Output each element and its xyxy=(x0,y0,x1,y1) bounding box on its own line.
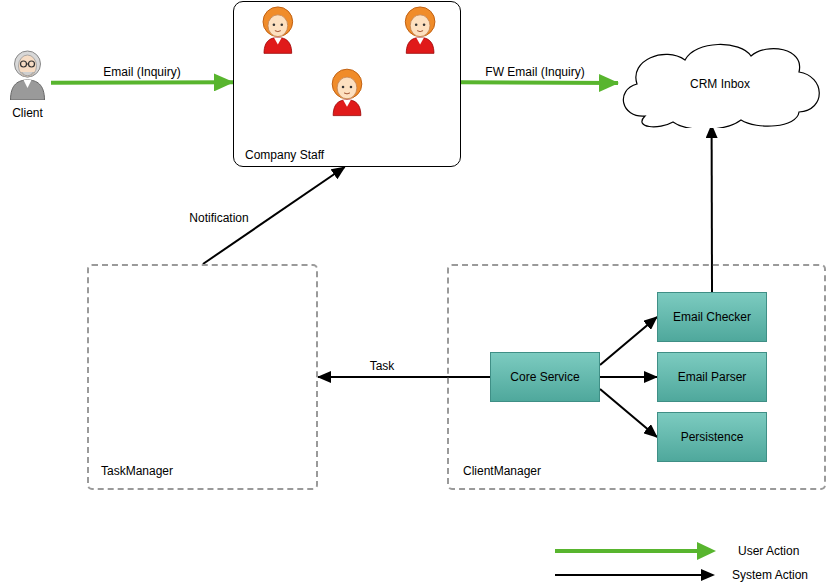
node-label: Email Checker xyxy=(673,310,751,324)
edge-label: FW Email (Inquiry) xyxy=(483,65,586,79)
service-box: Email Parser xyxy=(657,352,767,402)
service-box: Core Service xyxy=(490,352,600,402)
system-action-arrow xyxy=(600,389,657,437)
cloud-shape: CRM Inbox xyxy=(615,40,825,128)
edge-label: Email (Inquiry) xyxy=(101,65,182,79)
edge-label: Task xyxy=(368,359,397,373)
system-action-arrow xyxy=(711,125,713,292)
node-label: Client xyxy=(12,106,43,120)
component-boundary: TaskManager xyxy=(87,264,318,490)
legend-text: User Action xyxy=(738,544,799,558)
service-box: Email Checker xyxy=(657,292,767,342)
node-label: CRM Inbox xyxy=(690,77,750,91)
legend-green-line xyxy=(555,549,700,553)
node-label: ClientManager xyxy=(463,464,541,478)
legend-black-head xyxy=(701,569,715,581)
system-action-arrow xyxy=(318,376,490,378)
service-box: Persistence xyxy=(657,412,767,462)
node-label: Core Service xyxy=(510,370,579,384)
actor-figure: Client xyxy=(4,44,51,120)
staff-illustration xyxy=(234,2,460,166)
system-action-arrow xyxy=(600,317,657,365)
node-label: Email Parser xyxy=(678,370,747,384)
group-box: Company Staff xyxy=(233,1,461,167)
legend-black-line xyxy=(555,574,703,576)
node-label: Company Staff xyxy=(245,148,324,162)
user-action-arrow xyxy=(461,80,618,85)
legend-green-head xyxy=(697,542,716,560)
system-action-arrow xyxy=(600,376,657,378)
client-icon xyxy=(4,44,51,100)
node-label: TaskManager xyxy=(101,464,173,478)
legend-text: System Action xyxy=(732,568,808,582)
component-boundary: ClientManager Core Service Email CheckerEm… xyxy=(447,264,826,490)
node-label: Persistence xyxy=(681,430,744,444)
edge-label: Notification xyxy=(187,211,250,225)
user-action-arrow xyxy=(51,80,233,84)
